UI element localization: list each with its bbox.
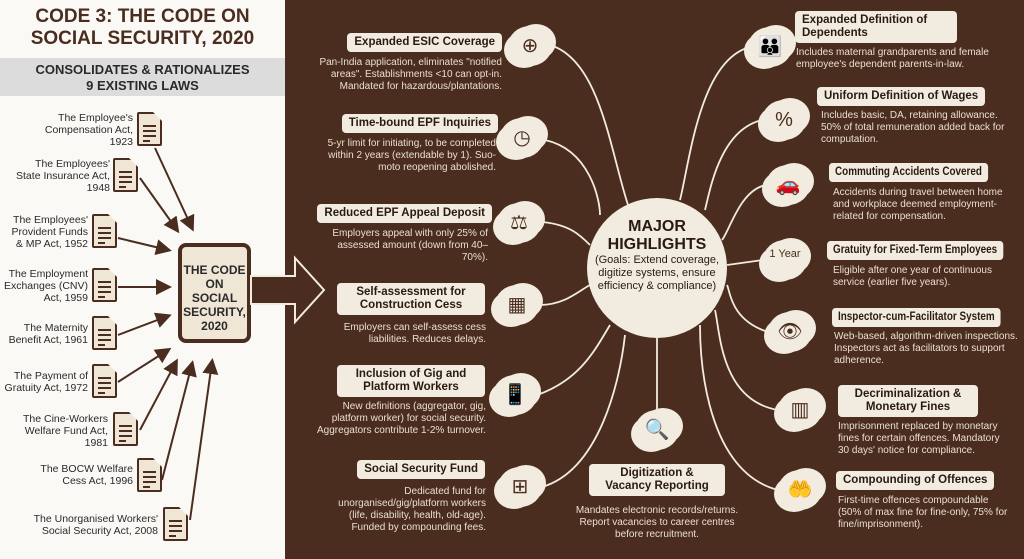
highlight-title: Gratuity for Fixed-Term Employees bbox=[827, 241, 1004, 260]
law-arrows bbox=[117, 147, 219, 521]
coins-gavel-icon: ⚖ bbox=[497, 203, 541, 243]
highlight-title: Reduced EPF Appeal Deposit bbox=[317, 204, 492, 223]
highlight-title: Commuting Accidents Covered bbox=[829, 163, 988, 182]
highlight-desc: Imprisonment replaced by monetary fines … bbox=[838, 421, 1000, 456]
highlight-title: Uniform Definition of Wages bbox=[817, 87, 986, 106]
highlight-title: Decriminalization & Monetary Fines bbox=[838, 385, 978, 417]
title-line-1: CODE 3: THE CODE ON bbox=[35, 6, 250, 27]
highlight-desc: Dedicated fund for unorganised/gig/platf… bbox=[338, 486, 486, 533]
document-icon bbox=[113, 158, 138, 192]
law-item: The Employees'Provident Funds& MP Act, 1… bbox=[11, 214, 88, 250]
highlight-desc: Pan-India application, eliminates "notif… bbox=[319, 57, 502, 92]
subtitle-line-1: CONSOLIDATES & RATIONALIZES bbox=[35, 62, 250, 77]
subtitle-line-2: 9 EXISTING LAWS bbox=[86, 78, 199, 93]
document-icon bbox=[137, 458, 162, 492]
highlight-title: Expanded ESIC Coverage bbox=[347, 33, 502, 52]
india-map-icon: ⊕ bbox=[508, 26, 552, 66]
highlight-desc: Includes maternal grandparents and femal… bbox=[796, 47, 989, 70]
highlight-desc: Employers can self-assess cess liabiliti… bbox=[343, 322, 486, 345]
document-icon bbox=[92, 364, 117, 398]
highlight-desc: Mandates electronic records/returns. Rep… bbox=[575, 505, 739, 540]
document-icon bbox=[92, 316, 117, 350]
highlight-desc: New definitions (aggregator, gig, platfo… bbox=[317, 401, 486, 436]
document-icon bbox=[113, 412, 138, 446]
highlight-title: Inclusion of Gig and Platform Workers bbox=[337, 365, 485, 397]
highlight-desc: Accidents during travel between home and… bbox=[833, 187, 1003, 222]
calculator-helmet-icon: ▦ bbox=[495, 285, 539, 325]
hub-title: MAJOR bbox=[628, 218, 686, 235]
hub-goals: (Goals: Extend coverage, digitize system… bbox=[594, 254, 720, 292]
highlight-title: Time-bound EPF Inquiries bbox=[341, 114, 498, 133]
highlight-title: Self-assessment for Construction Cess bbox=[337, 283, 485, 315]
wage-percent-icon: % bbox=[762, 100, 806, 140]
highlight-desc: Employers appeal with only 25% of assess… bbox=[332, 228, 488, 263]
calendar-money-icon: 1 Year bbox=[763, 240, 807, 280]
document-icon bbox=[92, 268, 117, 302]
document-icon bbox=[137, 112, 162, 146]
highlight-desc: Web-based, algorithm-driven inspections.… bbox=[834, 331, 1018, 366]
highlight-title: Compounding of Offences bbox=[836, 471, 995, 490]
title-line-2: SOCIAL SECURITY, 2020 bbox=[30, 28, 255, 49]
highlight-desc: 5-yr limit for initiating, to be complet… bbox=[327, 138, 496, 173]
car-crash-icon: 🚗 bbox=[766, 165, 810, 205]
highlight-desc: Eligible after one year of continuous se… bbox=[833, 265, 992, 288]
big-arrow-icon bbox=[250, 255, 326, 325]
law-item: The Employees'State Insurance Act,1948 bbox=[16, 158, 110, 194]
jail-money-icon: ▥ bbox=[778, 390, 822, 430]
highlight-desc: First-time offences compoundable (50% of… bbox=[838, 495, 1008, 530]
chest-plus-icon: ⊞ bbox=[498, 467, 542, 507]
document-icon bbox=[92, 214, 117, 248]
document-icon bbox=[163, 507, 188, 541]
clock-search-icon: ◷ bbox=[500, 118, 544, 158]
highlight-title: Social Security Fund bbox=[357, 460, 485, 479]
highlight-title: Digitization & Vacancy Reporting bbox=[589, 464, 725, 496]
highlight-title: Expanded Definition of Dependents bbox=[795, 11, 957, 43]
hand-coin-icon: 🤲 bbox=[778, 470, 822, 510]
highlight-desc: Includes basic, DA, retaining allowance.… bbox=[821, 110, 1005, 145]
monitor-eye-icon: 👁 bbox=[768, 312, 812, 352]
law-item: The Unorganised Workers'Social Security … bbox=[33, 513, 158, 537]
family-icon: 👪 bbox=[748, 27, 792, 67]
highlight-title: Inspector-cum-Facilitator System bbox=[832, 308, 1001, 327]
hub-title-2: HIGHLIGHTS bbox=[607, 236, 707, 253]
phone-worker-icon: 📱 bbox=[493, 375, 537, 415]
major-highlights-hub: MAJOR HIGHLIGHTS (Goals: Extend coverage… bbox=[587, 198, 727, 338]
tablet-search-icon: 🔍 bbox=[635, 410, 679, 450]
